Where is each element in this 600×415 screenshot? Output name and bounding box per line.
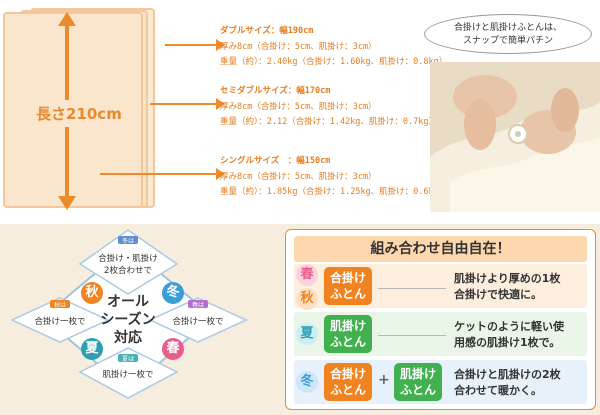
spring-tag-text: 春は	[192, 301, 204, 309]
combo-row3-desc-line2: 合わせて暖かく。	[454, 384, 542, 397]
single-pointer-arrow	[100, 168, 225, 180]
autumn-tag-text: 秋は	[54, 301, 66, 309]
combo-row1-quilt: 合掛け ふとん	[324, 267, 372, 305]
combo-row2-leader	[378, 335, 446, 336]
combo-row3-quilt1-line2: ふとん	[329, 383, 366, 397]
snap-caption-line1: 合掛けと肌掛けふとんは、	[453, 23, 562, 33]
single-size-weight: 重量（約）：1.85kg（合掛け：1.25kg、肌掛け：0.6kg）	[220, 187, 448, 197]
autumn-diamond	[10, 297, 110, 343]
combo-row1-leader	[378, 288, 446, 289]
size-spec-section: 長さ210cm ダブルサイズ：幅190cm 厚み8cm（合掛け：5cm、肌掛け：…	[3, 8, 600, 212]
combo-row1-quilt-line2: ふとん	[329, 287, 366, 301]
season-diagram: 冬は 秋は 春は 夏は 合掛け・肌掛け 2枚合わせで 合掛け一枚で 合掛け一枚で…	[10, 229, 248, 399]
combo-plus-sign: +	[378, 372, 390, 388]
single-size-spec: シングルサイズ ：幅150cm 厚み8cm（合掛け：5cm、肌掛け：3cm） 重…	[220, 154, 447, 201]
combination-title: 組み合わせ自由自在！	[294, 236, 587, 262]
summer-circle: 夏	[81, 338, 103, 360]
summer-tag-text: 夏は	[122, 356, 134, 363]
combo-row1-desc: 肌掛けより厚めの1枚 合掛けで快適に。	[454, 271, 560, 303]
combo-row2-quilt-line2: ふとん	[329, 335, 366, 349]
double-size-width: ダブルサイズ：幅190cm	[220, 26, 314, 36]
center-line3: 対応	[113, 329, 142, 346]
length-label: 長さ210cm	[32, 100, 126, 127]
autumn-circle: 秋	[81, 282, 103, 304]
double-pointer-arrow	[165, 39, 225, 51]
single-size-thickness: 厚み8cm（合掛け：5cm、肌掛け：3cm）	[220, 171, 377, 182]
combo-row2-desc-line2: 用感の肌掛け1枚で。	[454, 336, 561, 349]
semidouble-size-thickness: 厚み8cm（合掛け：5cm、肌掛け：3cm）	[220, 101, 377, 112]
winter-diamond	[78, 229, 179, 295]
winter-circle: 冬	[162, 282, 184, 304]
double-size-spec: ダブルサイズ：幅190cm 厚み8cm（合掛け：5cm、肌掛け：3cm） 重量（…	[220, 24, 447, 71]
combo-row3-quilt2-line1: 肌掛け	[399, 367, 436, 381]
snap-caption-bubble: 合掛けと肌掛けふとんは、 スナップで簡単パチン	[424, 14, 592, 54]
combo-row2-quilt-line1: 肌掛け	[329, 319, 366, 333]
summer-text: 肌掛け一枚で	[102, 369, 153, 380]
combo-row3-quilt1-line1: 合掛け	[329, 367, 366, 381]
combo-row3-quilt2-line2: ふとん	[399, 383, 436, 397]
summer-diamond	[78, 347, 179, 399]
semidouble-size-width: セミダブルサイズ：幅170cm	[220, 86, 331, 96]
double-size-weight: 重量（約）：2.40kg（合掛け：1.60kg、肌掛け：0.8kg）	[220, 57, 448, 67]
semidouble-size-spec: セミダブルサイズ：幅170cm 厚み8cm（合掛け：5cm、肌掛け：3cm） 重…	[220, 84, 437, 131]
winter-line2: 2枚合わせで	[104, 265, 152, 276]
snap-hands-photo	[430, 62, 600, 212]
semidouble-pointer-arrow	[150, 98, 225, 110]
combo-row1-quilt-line1: 合掛け	[329, 271, 366, 285]
spring-chip: 春	[296, 264, 318, 286]
combo-row3-desc-line1: 合掛けと肌掛けの2枚	[454, 368, 561, 381]
center-line2: シーズン	[100, 311, 155, 328]
combo-row3-quilt-thin: 肌掛け ふとん	[394, 363, 442, 401]
spring-circle: 春	[162, 338, 184, 360]
snap-caption-line2: スナップで簡単パチン	[462, 36, 553, 46]
summer-chip: 夏	[296, 323, 318, 345]
autumn-text: 合掛け一枚で	[34, 316, 85, 327]
combination-panel: 組み合わせ自由自在！ 春 秋 合掛け ふとん 肌掛けより厚めの1枚 合掛けで快適…	[285, 229, 596, 410]
combo-row1-desc-line1: 肌掛けより厚めの1枚	[454, 272, 561, 285]
combo-row3-desc: 合掛けと肌掛けの2枚 合わせて暖かく。	[454, 367, 561, 399]
spring-text: 合掛け一枚で	[172, 316, 223, 327]
combo-row2-desc-line1: ケットのように軽い使	[454, 320, 564, 333]
summer-tag	[118, 354, 138, 362]
winter-line1: 合掛け・肌掛け	[98, 253, 158, 264]
single-size-width: シングルサイズ ：幅150cm	[220, 156, 331, 166]
winter-tag-text: 冬は	[122, 237, 134, 245]
center-line1: オール	[107, 294, 149, 310]
combo-row2-quilt: 肌掛け ふとん	[324, 315, 372, 353]
winter-tag	[118, 236, 138, 244]
combo-row1-desc-line2: 合掛けで快適に。	[454, 288, 542, 301]
autumn-chip: 秋	[296, 288, 318, 310]
winter-chip: 冬	[296, 371, 318, 393]
semidouble-size-weight: 重量（約）：2.12（合掛け：1.42kg、肌掛け：0.7kg）	[220, 117, 438, 127]
combo-row3-quilt-thick: 合掛け ふとん	[324, 363, 372, 401]
autumn-tag	[50, 300, 70, 308]
spring-tag	[188, 300, 208, 308]
double-size-thickness: 厚み8cm（合掛け：5cm、肌掛け：3cm）	[220, 41, 377, 52]
combo-row2-desc: ケットのように軽い使 用感の肌掛け1枚で。	[454, 319, 564, 351]
spring-diamond	[148, 297, 248, 343]
